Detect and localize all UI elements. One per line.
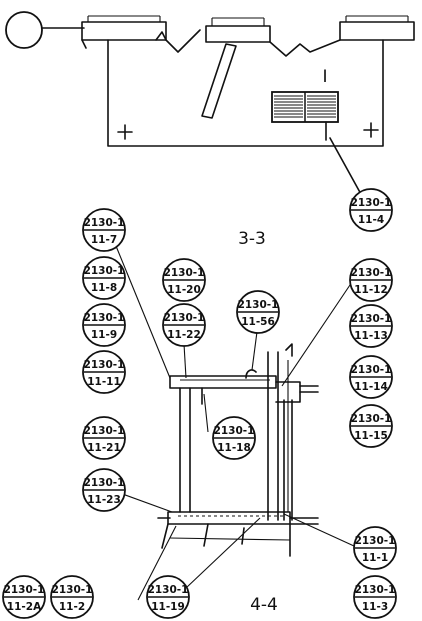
ref-bubble: 2130-1 11-22 <box>162 303 206 347</box>
ref-bubble: 2130-1 11-1 <box>353 526 397 570</box>
section-label-3-3: 3-3 <box>238 229 266 249</box>
svg-text:2130-1: 2130-1 <box>355 584 396 596</box>
svg-text:2130-1: 2130-1 <box>148 584 189 596</box>
svg-text:11-20: 11-20 <box>167 284 201 296</box>
beam-right <box>339 15 415 41</box>
svg-text:11-7: 11-7 <box>91 234 117 246</box>
ref-bubble: 2130-1 11-56 <box>236 290 280 334</box>
svg-text:11-1: 11-1 <box>362 552 388 564</box>
svg-text:2130-1: 2130-1 <box>84 312 125 324</box>
svg-text:2130-1: 2130-1 <box>84 477 125 489</box>
svg-text:2130-1: 2130-1 <box>52 584 93 596</box>
plus-mark-right <box>363 122 379 138</box>
ref-bubble: 2130-1 11-20 <box>162 258 206 302</box>
top-beam <box>169 375 277 389</box>
svg-text:2130-1: 2130-1 <box>84 217 125 229</box>
svg-text:11-15: 11-15 <box>354 430 388 442</box>
svg-text:2130-1: 2130-1 <box>84 425 125 437</box>
ref-bubble: 2130-1 11-12 <box>349 258 393 302</box>
ref-bubble: 2130-1 11-2A <box>2 575 46 619</box>
ref-bubble: 2130-1 11-4 <box>349 188 393 232</box>
wall-column-b <box>283 399 293 521</box>
hook <box>245 369 257 379</box>
svg-text:2130-1: 2130-1 <box>84 265 125 277</box>
svg-text:11-8: 11-8 <box>91 282 117 294</box>
svg-text:11-12: 11-12 <box>354 284 388 296</box>
ref-bubble: 2130-1 11-13 <box>349 304 393 348</box>
svg-text:2130-1: 2130-1 <box>238 299 279 311</box>
svg-text:2130-1: 2130-1 <box>214 425 255 437</box>
ref-bubble: 2130-1 11-18 <box>212 416 256 460</box>
wall-top-marks <box>285 343 319 393</box>
svg-text:2130-1: 2130-1 <box>351 197 392 209</box>
svg-text:11-2: 11-2 <box>59 601 85 613</box>
ref-bubble: 2130-1 11-14 <box>349 355 393 399</box>
axis-marker-circle <box>5 11 43 49</box>
plus-mark-left <box>117 124 133 140</box>
svg-text:2130-1: 2130-1 <box>351 267 392 279</box>
section-label-4-4: 4-4 <box>250 595 278 615</box>
svg-text:2130-1: 2130-1 <box>4 584 45 596</box>
ref-bubble: 2130-1 11-23 <box>82 468 126 512</box>
ref-bubble: 2130-1 11-9 <box>82 303 126 347</box>
upper-mark-label: I <box>322 67 327 87</box>
slab-ext <box>157 517 319 525</box>
svg-text:11-56: 11-56 <box>241 316 275 328</box>
ref-bubble: 2130-1 11-7 <box>82 208 126 252</box>
svg-text:11-14: 11-14 <box>354 381 388 393</box>
slab-hatch <box>161 523 245 549</box>
upper-detail: I <box>5 11 415 197</box>
svg-text:11-3: 11-3 <box>362 601 388 613</box>
post-left <box>179 387 191 513</box>
wall-column-a <box>267 351 279 521</box>
tie-left <box>165 29 201 53</box>
svg-text:11-18: 11-18 <box>217 442 251 454</box>
beam-left <box>81 15 167 49</box>
ref-bubble: 2130-1 11-19 <box>146 575 190 619</box>
svg-text:11-2A: 11-2A <box>7 601 42 613</box>
svg-text:11-13: 11-13 <box>354 330 388 342</box>
svg-text:11-11: 11-11 <box>87 376 121 388</box>
frame-outline <box>107 39 384 147</box>
svg-text:11-21: 11-21 <box>87 442 121 454</box>
bottom-slab <box>167 511 291 525</box>
ref-bubble: 2130-1 11-2 <box>50 575 94 619</box>
lower-detail <box>157 343 319 557</box>
svg-text:11-19: 11-19 <box>151 601 185 613</box>
ref-bubble: 2130-1 11-11 <box>82 350 126 394</box>
svg-text:11-9: 11-9 <box>91 329 117 341</box>
ref-bubble: 2130-1 11-8 <box>82 256 126 300</box>
svg-text:2130-1: 2130-1 <box>351 313 392 325</box>
tie-right <box>269 39 341 57</box>
svg-text:11-4: 11-4 <box>358 214 384 226</box>
svg-text:2130-1: 2130-1 <box>351 364 392 376</box>
ref-bubble: 2130-1 11-3 <box>353 575 397 619</box>
diagonal-strut <box>201 43 237 119</box>
svg-text:2130-1: 2130-1 <box>164 312 205 324</box>
ref-bubble: 2130-1 11-15 <box>349 404 393 448</box>
svg-text:2130-1: 2130-1 <box>164 267 205 279</box>
leader-11-4 <box>329 137 363 197</box>
ref-bubble: 2130-1 11-21 <box>82 416 126 460</box>
svg-text:2130-1: 2130-1 <box>351 413 392 425</box>
vent-grille <box>271 91 339 123</box>
svg-text:11-22: 11-22 <box>167 329 201 341</box>
beam-middle <box>205 17 271 43</box>
svg-text:11-23: 11-23 <box>87 494 121 506</box>
svg-text:2130-1: 2130-1 <box>355 535 396 547</box>
svg-text:2130-1: 2130-1 <box>84 359 125 371</box>
